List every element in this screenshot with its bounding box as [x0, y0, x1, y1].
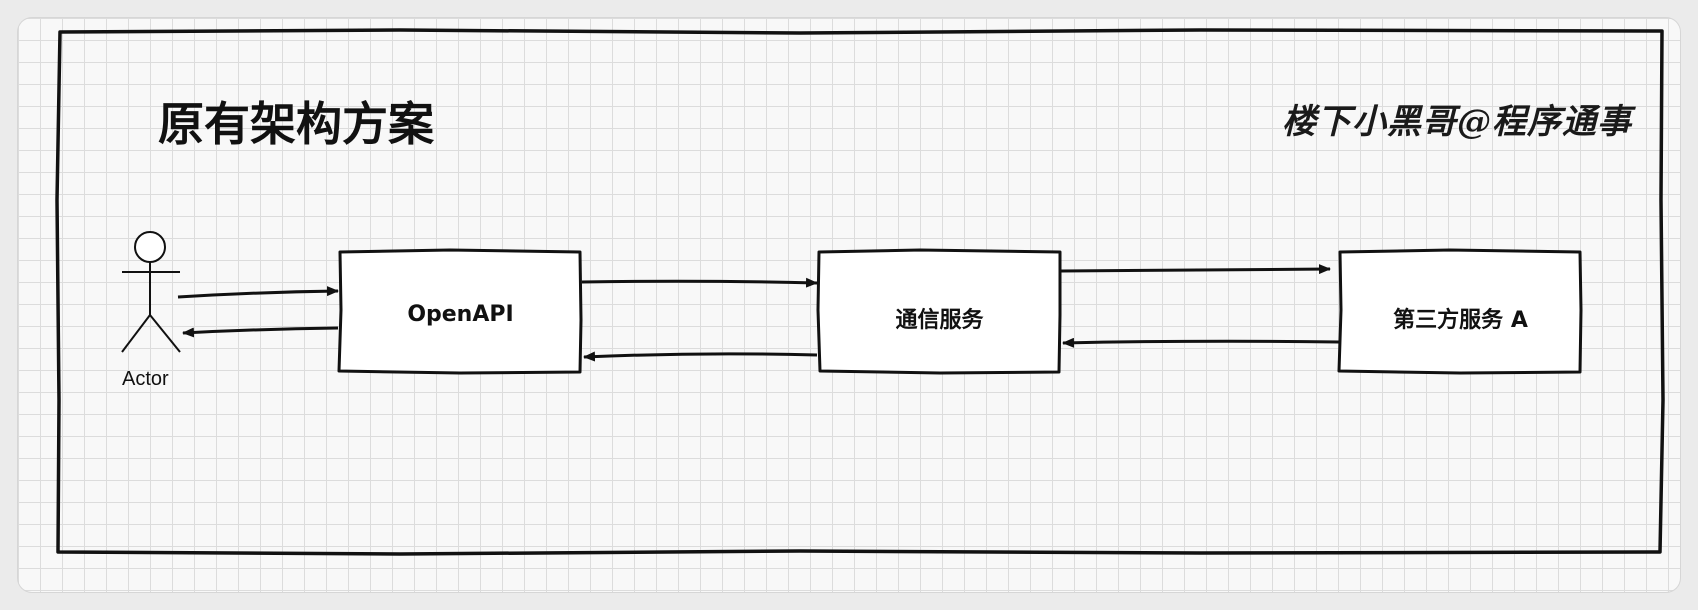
arrow-comm-to-openapi	[583, 351, 818, 362]
node-label-comm-service: 通信服务	[895, 308, 984, 333]
outer-frame	[55, 28, 1665, 556]
actor-label: Actor	[122, 368, 169, 390]
arrow-openapi-to-actor	[182, 326, 339, 338]
arrow-actor-to-openapi	[177, 286, 339, 299]
node-label-thirdparty: 第三方服务 A	[1393, 308, 1528, 333]
arrow-thirdparty-to-comm	[1062, 337, 1340, 348]
comm-service-box	[816, 248, 1062, 375]
actor-figure	[121, 231, 181, 353]
arrow-comm-to-thirdparty	[1060, 264, 1331, 275]
diagram-title: 原有架构方案	[158, 97, 434, 151]
thirdparty-box	[1337, 248, 1583, 375]
arrow-openapi-to-comm	[581, 277, 818, 288]
openapi-box	[337, 248, 583, 375]
node-label-openapi: OpenAPI	[407, 302, 514, 327]
author-watermark: 楼下小黑哥@程序通事	[1282, 102, 1632, 142]
